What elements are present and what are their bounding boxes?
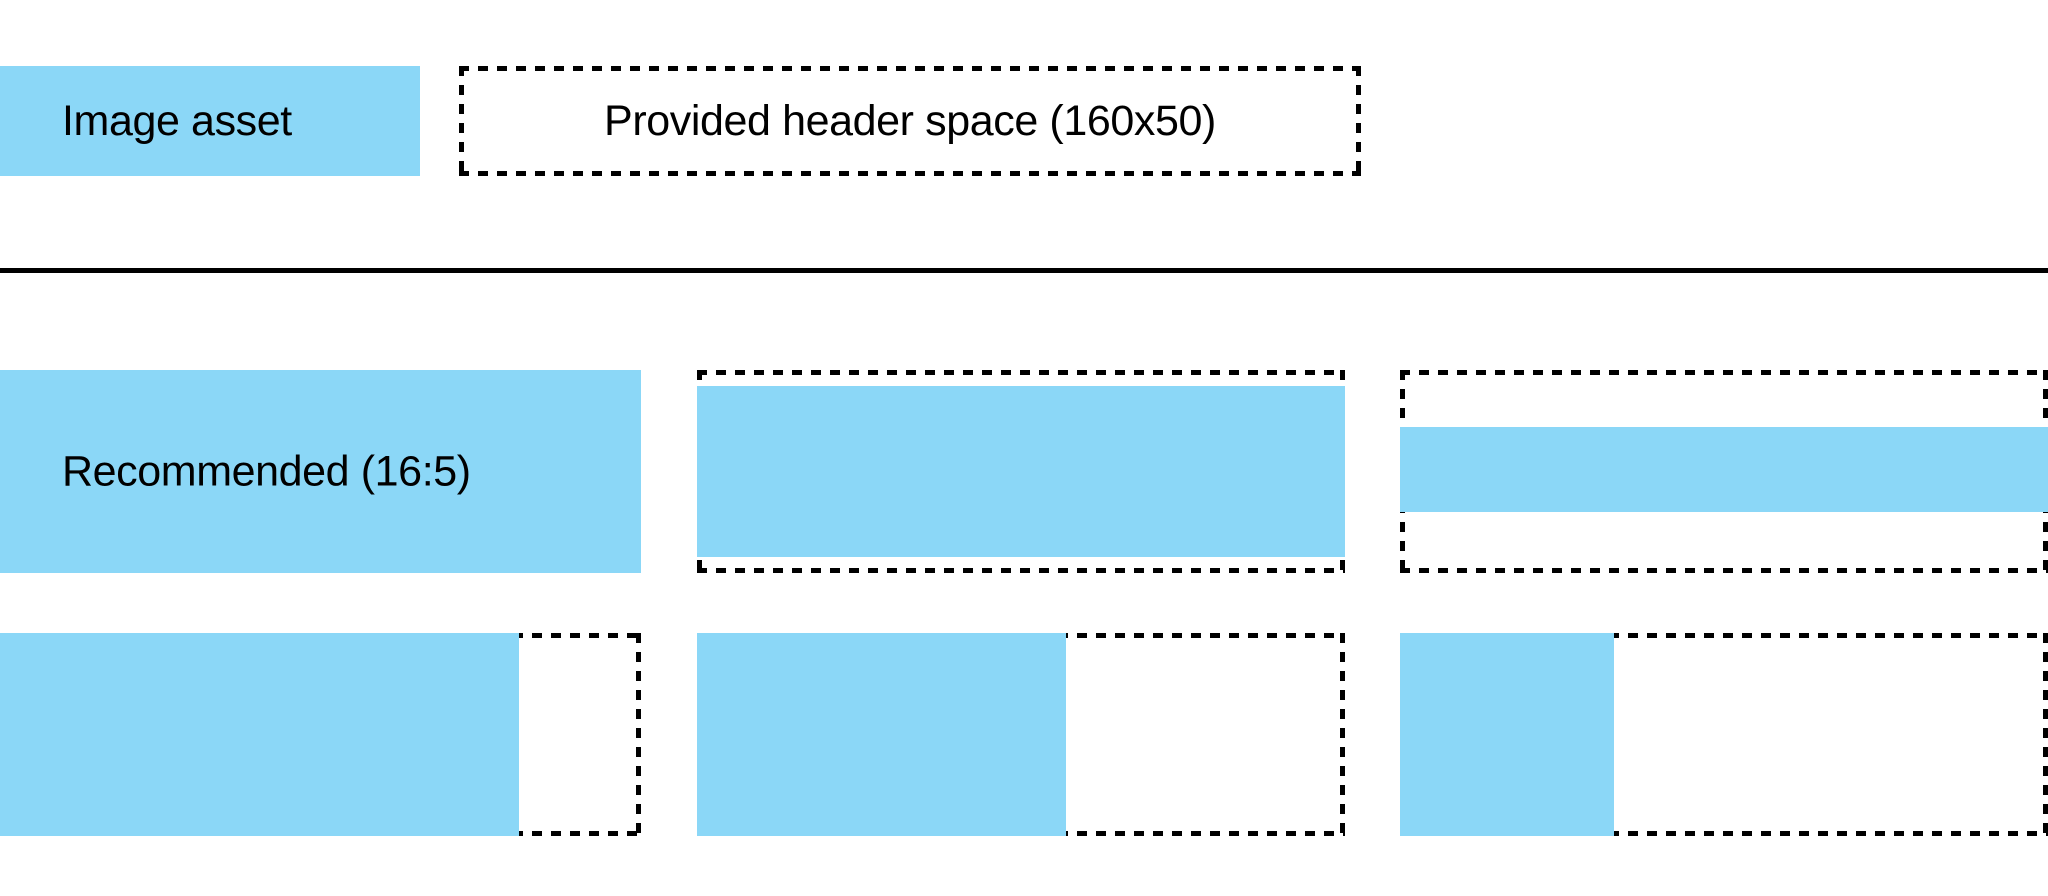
ratio-cell-pillarboxed-small bbox=[0, 633, 641, 836]
ratio-cell-pillarboxed-medium bbox=[697, 633, 1345, 836]
asset-fill-much-wider bbox=[1400, 426, 2048, 513]
legend-header-space-frame: Provided header space (160x50) bbox=[459, 66, 1361, 176]
section-divider bbox=[0, 268, 2048, 273]
ratio-cell-recommended: Recommended (16:5) bbox=[0, 370, 641, 573]
legend-header-space-label: Provided header space (160x50) bbox=[604, 96, 1216, 145]
asset-fill-recommended bbox=[0, 370, 641, 573]
asset-fill-pillarboxed-small bbox=[0, 633, 520, 836]
ratio-examples-grid: Recommended (16:5) bbox=[0, 370, 2048, 836]
ratio-cell-pillarboxed-large bbox=[1400, 633, 2048, 836]
asset-fill-pillarboxed-large bbox=[1400, 633, 1614, 836]
legend: Image asset Provided header space (160x5… bbox=[0, 66, 1361, 176]
ratio-cell-much-wider bbox=[1400, 370, 2048, 573]
recommended-ratio-label: Recommended (16:5) bbox=[62, 447, 471, 495]
legend-image-asset-label: Image asset bbox=[62, 96, 292, 145]
legend-image-asset-swatch: Image asset bbox=[0, 66, 420, 176]
asset-fill-pillarboxed-medium bbox=[697, 633, 1067, 836]
ratio-cell-slightly-wider bbox=[697, 370, 1345, 573]
ratio-row-narrower-assets bbox=[0, 633, 2048, 836]
ratio-row-shorter-assets: Recommended (16:5) bbox=[0, 370, 2048, 573]
asset-fill-slightly-wider bbox=[697, 386, 1345, 557]
